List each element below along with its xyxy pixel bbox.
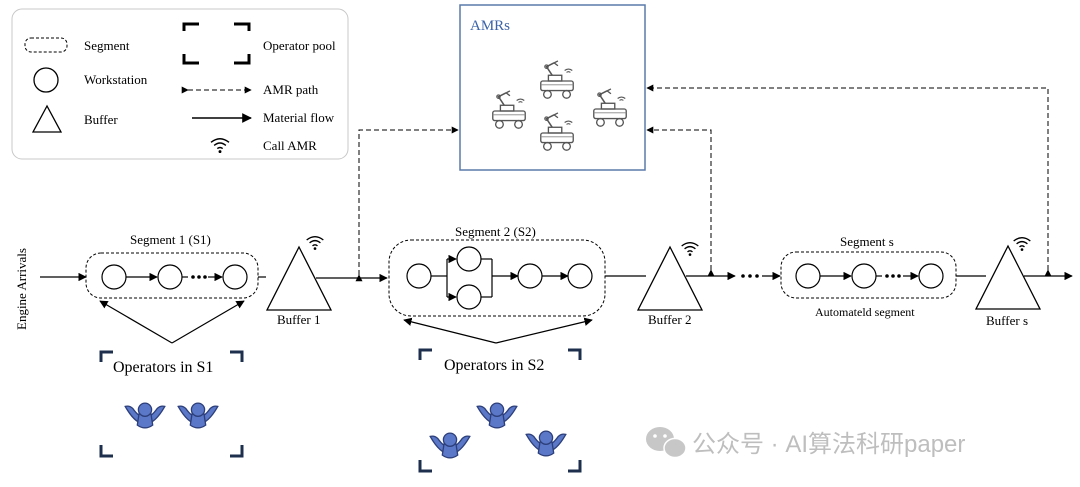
operators-s2-label: Operators in S2 bbox=[444, 357, 544, 374]
operator-icon bbox=[177, 402, 219, 429]
ellipsis-dots bbox=[885, 274, 901, 278]
segment-s-sublabel: Automateld segment bbox=[815, 305, 915, 319]
legend-workstation-label: Workstation bbox=[84, 72, 148, 87]
operator-pool-s1: Operators in S1 bbox=[99, 350, 244, 458]
segment-1: Segment 1 (S1) bbox=[85, 232, 266, 299]
amr-paths bbox=[355, 84, 1052, 282]
operator-arrow bbox=[495, 317, 593, 344]
legend-box bbox=[11, 8, 349, 160]
operator-arrow bbox=[99, 300, 173, 344]
segment-1-label: Segment 1 (S1) bbox=[130, 232, 211, 247]
watermark: 公众号 · AI算法科研paper bbox=[646, 427, 965, 459]
buffer-1-triangle bbox=[265, 245, 333, 311]
segment-s-label: Segment s bbox=[840, 234, 894, 249]
workstation bbox=[456, 284, 482, 310]
operator-arrow bbox=[403, 317, 497, 344]
workstation bbox=[567, 263, 593, 289]
buffer-2-label: Buffer 2 bbox=[648, 312, 691, 327]
legend-segment-label: Segment bbox=[84, 38, 130, 53]
amr-path-buffer-s bbox=[646, 84, 1052, 277]
workstation bbox=[795, 263, 821, 289]
legend-buffer-swatch bbox=[31, 104, 63, 133]
wifi-icon bbox=[680, 241, 700, 257]
watermark-text: 公众号 · AI算法科研paper bbox=[692, 431, 965, 458]
ellipsis-dots bbox=[191, 275, 207, 279]
engine-arrivals: Engine Arrivals bbox=[14, 248, 87, 330]
operator-icon bbox=[124, 402, 166, 429]
operator-icon bbox=[476, 402, 518, 429]
buffer-s-label: Buffer s bbox=[986, 313, 1028, 328]
operator-arrow bbox=[171, 300, 245, 344]
buffer-1-label: Buffer 1 bbox=[277, 312, 320, 327]
legend-buffer-label: Buffer bbox=[84, 112, 118, 127]
amr-path-buffer-2 bbox=[646, 126, 715, 277]
segment-2: Segment 2 (S2) bbox=[388, 224, 646, 317]
amr-path-buffer-1 bbox=[355, 126, 459, 282]
segment-s: Segment s Automateld segment bbox=[780, 234, 986, 319]
workstation bbox=[517, 263, 543, 289]
workstation bbox=[157, 264, 183, 290]
pool-bracket bbox=[418, 348, 582, 473]
legend-segment-swatch bbox=[24, 37, 68, 53]
ellipsis-dots bbox=[741, 274, 759, 278]
buffer-s-triangle bbox=[974, 244, 1042, 310]
workstation bbox=[456, 246, 482, 272]
workstation bbox=[918, 263, 944, 289]
pool-bracket bbox=[99, 350, 244, 458]
legend-call-amr-label: Call AMR bbox=[263, 138, 317, 153]
wifi-icon bbox=[305, 235, 325, 251]
buffer-1: Buffer 1 bbox=[265, 235, 388, 327]
amr-title: AMRs bbox=[470, 18, 510, 34]
workstation bbox=[851, 263, 877, 289]
operator-pool-s2: Operators in S2 bbox=[418, 348, 582, 473]
legend-operator-pool-icon bbox=[182, 22, 251, 65]
workstation bbox=[222, 264, 248, 290]
buffer-2-triangle bbox=[636, 245, 704, 311]
wifi-icon bbox=[1012, 236, 1032, 252]
engine-arrivals-label: Engine Arrivals bbox=[14, 248, 29, 330]
legend-workstation-swatch bbox=[33, 67, 59, 93]
operator-assignments bbox=[99, 300, 593, 344]
segment-2-label: Segment 2 (S2) bbox=[455, 224, 536, 239]
legend: Segment Workstation Buffer Operator pool… bbox=[11, 8, 349, 160]
amr-depot: AMRs bbox=[459, 4, 646, 171]
segment-1-box bbox=[85, 252, 259, 299]
legend-material-flow-label: Material flow bbox=[263, 110, 335, 125]
operators-s1-label: Operators in S1 bbox=[113, 359, 213, 376]
workstation bbox=[406, 263, 432, 289]
workstation bbox=[101, 264, 127, 290]
operator-icon bbox=[525, 430, 567, 457]
segment-s-box bbox=[780, 251, 957, 299]
operator-icon bbox=[429, 432, 471, 459]
legend-operator-pool-label: Operator pool bbox=[263, 38, 336, 53]
buffer-2: Buffer 2 bbox=[636, 241, 781, 327]
segment-2-box bbox=[388, 239, 606, 317]
wechat-icon bbox=[646, 427, 687, 459]
buffer-s: Buffer s bbox=[974, 236, 1073, 328]
legend-amr-path-label: AMR path bbox=[263, 82, 319, 97]
